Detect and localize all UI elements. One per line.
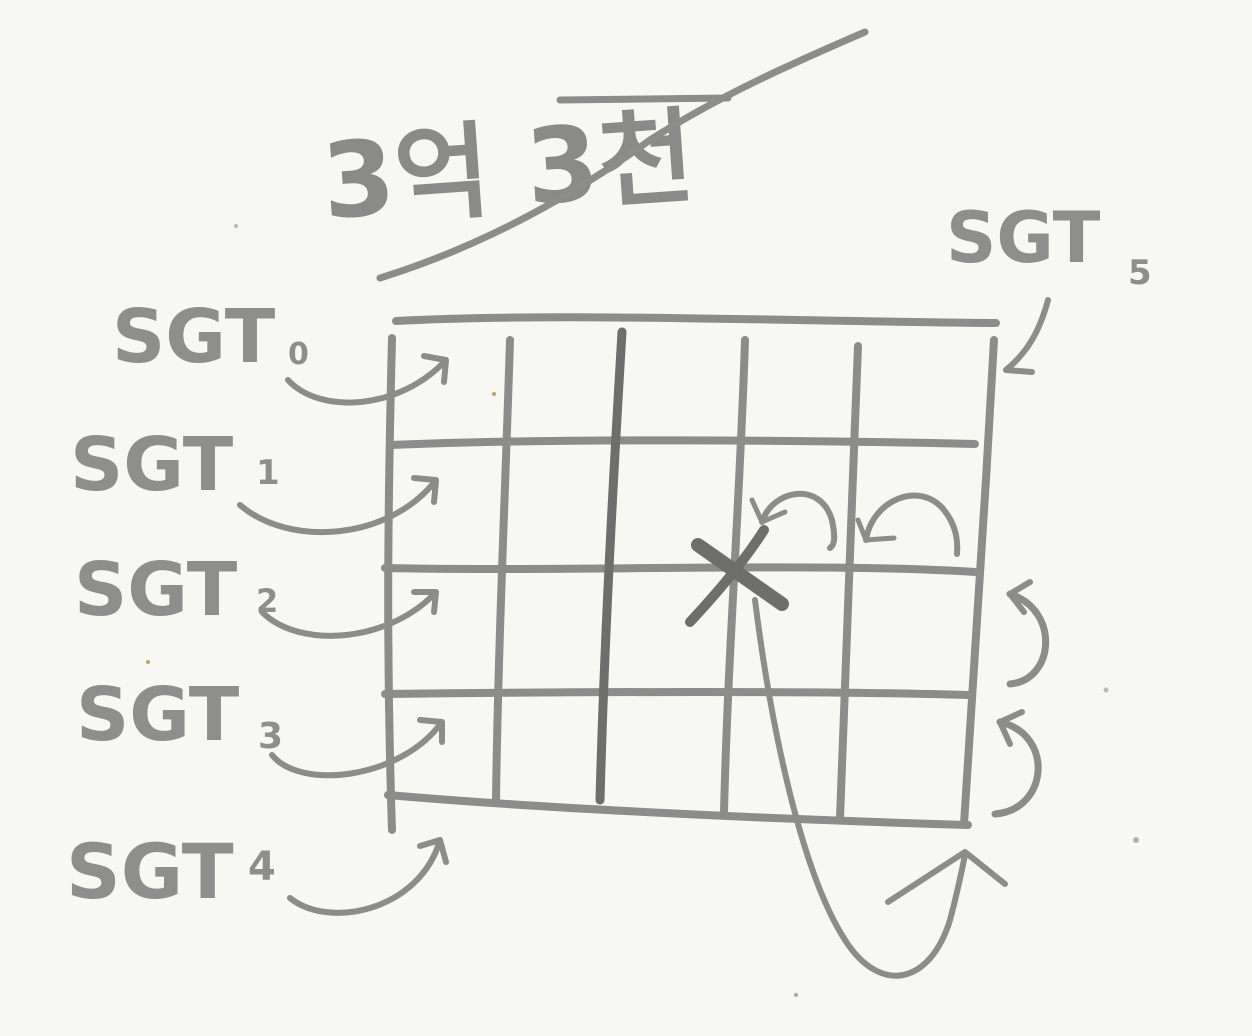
grid-col-line-2 [595,327,627,805]
arrow-sgt2 [259,589,439,639]
right-loop-lower-arrowhead [997,709,1025,747]
label-sgt5: SGT 5 [946,197,1152,293]
bottom-loop [752,597,1008,979]
arrow-sgt3 [269,717,445,779]
right-loop-upper [1006,590,1050,688]
right-loop-lower [991,718,1042,818]
label-sgt4-sub: 4 [248,844,276,890]
right-loops [991,579,1050,818]
arrow-sgt0 [285,353,449,406]
paper-specks [146,224,1139,997]
label-sgt5-main: SGT [946,197,1101,279]
label-sgt0-sub: 0 [288,337,309,372]
label-sgt5-sub: 5 [1128,253,1152,293]
label-sgt2-main: SGT [74,547,238,633]
hop-arc-2 [863,492,961,557]
title-text: 3억 3천 [318,95,698,243]
label-sgt1: SGT 1 [70,422,280,508]
grid-bottom-line [384,791,972,829]
grid-col-line-4 [836,342,862,822]
label-sgt3-sub: 3 [258,716,283,757]
label-sgt3-main: SGT [76,672,240,758]
grid-right-line [960,336,998,828]
grid-row-line-1 [386,436,979,449]
grid-row-line-2 [381,563,979,576]
hop-arc-1-arrowhead [749,497,788,525]
title-underline-stroke [556,94,732,104]
arrow-sgt4 [287,837,449,916]
cross-stroke-a [691,538,789,611]
grid-top-line [392,313,1000,327]
arrow-sgt1 [237,475,439,536]
label-sgt2-sub: 2 [256,582,278,620]
hop-arcs [749,491,961,557]
label-sgt4: SGT 4 [66,827,276,916]
grid [381,313,1000,834]
label-sgt3: SGT 3 [76,672,283,758]
sgt5-arrow [1003,297,1051,375]
cross-stroke-b [685,525,769,627]
label-sgt1-sub: 1 [256,453,280,493]
cross-mark [685,525,789,627]
label-sgt0-main: SGT [112,294,276,380]
label-sgt2: SGT 2 [74,547,278,633]
hop-arc-1 [759,491,838,551]
label-sgt4-main: SGT [66,827,234,916]
bottom-loop-curve [752,597,968,979]
grid-row-line-3 [381,687,972,699]
grid-col-line-1 [492,336,514,804]
left-arrows [237,353,449,916]
diagonal-line [376,28,869,282]
bottom-loop-arrowhead [885,849,1008,905]
title-scribble: 3억 3천 [318,94,732,243]
label-sgt0: SGT 0 [112,294,309,380]
label-sgt1-main: SGT [70,422,234,508]
grid-left-line [384,334,396,834]
hop-arc-2-arrowhead [855,517,897,543]
right-loop-upper-arrowhead [1007,579,1033,615]
